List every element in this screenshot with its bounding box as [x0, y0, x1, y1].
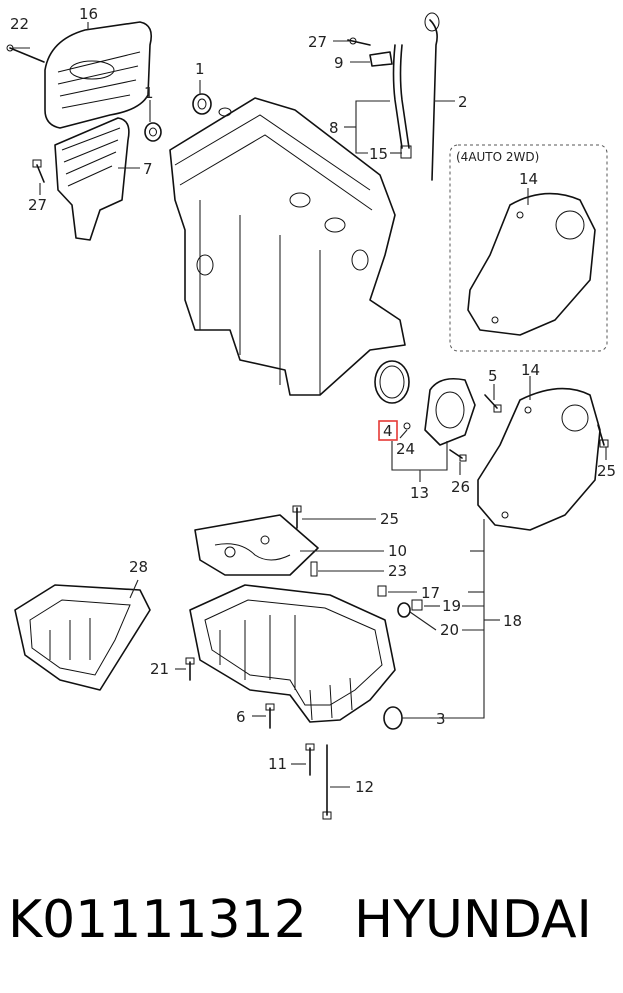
callout-8: 8 — [329, 119, 339, 137]
highlight-box-4 — [378, 420, 398, 441]
callout-10: 10 — [388, 542, 407, 560]
drain-plug-19 — [411, 599, 423, 611]
bolt-25-right — [597, 424, 609, 448]
oil-seal-1b — [144, 122, 162, 142]
variant-box-label: (4AUTO 2WD) — [456, 150, 539, 164]
oil-seal-1a — [192, 93, 212, 115]
timing-cover-upper — [44, 21, 153, 129]
gasket-20 — [397, 602, 411, 618]
callout-labels: 22 16 1 1 7 27 27 9 2 8 15 (4AUTO 2WD) 1… — [10, 5, 616, 796]
callout-22: 22 — [10, 15, 29, 33]
bolt-25-pan — [292, 505, 302, 529]
drive-plate-cover — [477, 387, 601, 531]
bolt-11 — [305, 743, 315, 776]
dipstick-guide-tube — [392, 44, 412, 159]
seal-retainer — [424, 377, 476, 446]
callout-17: 17 — [421, 584, 440, 602]
callout-11: 11 — [268, 755, 287, 773]
callout-3: 3 — [436, 710, 446, 728]
dowel-23 — [310, 561, 318, 577]
callout-26: 26 — [451, 478, 470, 496]
exploded-parts-diagram: 22 16 1 1 7 27 27 9 2 8 15 (4AUTO 2WD) 1… — [6, 5, 616, 820]
callout-27-top: 27 — [308, 33, 327, 51]
callout-4: 4 — [383, 422, 393, 440]
drive-plate-cover-boxed — [467, 192, 596, 336]
plug-17 — [377, 585, 387, 597]
callout-2: 2 — [458, 93, 468, 111]
oil-filter-plug-3 — [383, 706, 403, 730]
callout-25-right: 25 — [597, 462, 616, 480]
rear-oil-seal-4 — [374, 360, 410, 404]
callout-12: 12 — [355, 778, 374, 796]
oil-pan-main — [189, 584, 396, 723]
callout-1a: 1 — [195, 60, 205, 78]
callout-7: 7 — [143, 160, 153, 178]
callout-18: 18 — [503, 612, 522, 630]
bolt-26 — [449, 449, 467, 462]
callout-20: 20 — [440, 621, 459, 639]
callout-21: 21 — [150, 660, 169, 678]
callout-6: 6 — [236, 708, 246, 726]
callout-1b: 1 — [144, 84, 154, 102]
bolt-21 — [185, 657, 195, 681]
timing-cover-lower — [54, 117, 130, 241]
callout-19: 19 — [442, 597, 461, 615]
callout-14-boxed: 14 — [519, 170, 538, 188]
brand-name: HYUNDAI — [354, 890, 592, 950]
tube-bracket-9 — [369, 51, 393, 67]
bolt-6 — [265, 703, 275, 729]
callout-13: 13 — [410, 484, 429, 502]
callout-14: 14 — [521, 361, 540, 379]
callout-25: 25 — [380, 510, 399, 528]
callout-9: 9 — [334, 54, 344, 72]
callout-15: 15 — [369, 145, 388, 163]
bolt-12 — [322, 744, 332, 820]
oil-pan-upper-left — [14, 584, 151, 691]
engine-block — [169, 97, 406, 396]
callout-5: 5 — [488, 367, 498, 385]
variant-box — [449, 144, 608, 352]
bolt-27-left — [32, 159, 45, 183]
oil-baffle-plate — [194, 514, 319, 576]
callout-28: 28 — [129, 558, 148, 576]
leader-lines — [12, 22, 607, 788]
callout-27-left: 27 — [28, 196, 47, 214]
bolt-5 — [484, 394, 502, 413]
part-caption: K01111312 HYUNDAI — [0, 880, 623, 960]
callout-16: 16 — [79, 5, 98, 23]
bolt-27-top — [347, 37, 371, 46]
dowel-pin-24 — [403, 422, 411, 430]
callout-23: 23 — [388, 562, 407, 580]
oil-level-gauge — [424, 12, 440, 181]
callout-24: 24 — [396, 440, 415, 458]
part-number: K01111312 — [8, 890, 307, 950]
